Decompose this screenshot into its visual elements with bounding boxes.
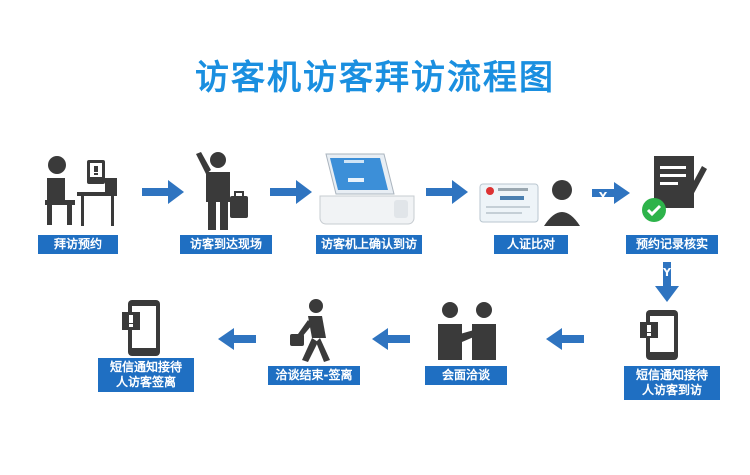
leaving-visitor-icon [290,299,330,362]
arrow-right-icon [270,180,312,204]
branch-yes-label: Y [599,190,607,203]
notify-arrival-line2: 人访客到访 [641,383,702,397]
step-label-id-compare: 人证比对 [494,235,568,254]
arrow-right-icon [592,182,630,204]
visitor-kiosk-icon [319,153,415,225]
arrow-left-icon [218,328,256,350]
person-at-desk-icon [45,156,117,226]
meeting-handshake-icon [438,302,496,360]
arrow-left-icon [546,328,584,350]
notify-checkout-line1: 短信通知接待 [109,360,182,374]
step-label-notify-arrival: 短信通知接待 人访客到访 [624,366,720,400]
sms-phone-icon [640,310,678,360]
branch-yes-label: Y [663,266,671,279]
arrow-left-icon [372,328,410,350]
notify-arrival-line1: 短信通知接待 [635,368,708,382]
step-label-checkout: 洽谈结束-签离 [268,366,360,385]
step-label-record-verify: 预约记录核实 [626,235,718,254]
step-label-booking: 拜访预约 [38,235,118,254]
arrow-right-icon [142,180,184,204]
step-label-notify-checkout: 短信通知接待 人访客签离 [98,358,194,392]
record-check-icon [642,156,707,222]
sms-phone-icon [122,300,160,356]
id-card-verification-icon [479,180,580,226]
arrow-right-icon [426,180,468,204]
visitor-with-suitcase-icon [196,152,248,230]
notify-checkout-line2: 人访客签离 [115,375,176,389]
step-label-meeting: 会面洽谈 [425,366,507,385]
step-label-kiosk-confirm: 访客机上确认到访 [316,235,422,254]
diagram-title: 访客机访客拜访流程图 [195,58,555,98]
arrow-down-icon [655,262,679,302]
step-label-arrive: 访客到达现场 [180,235,272,254]
